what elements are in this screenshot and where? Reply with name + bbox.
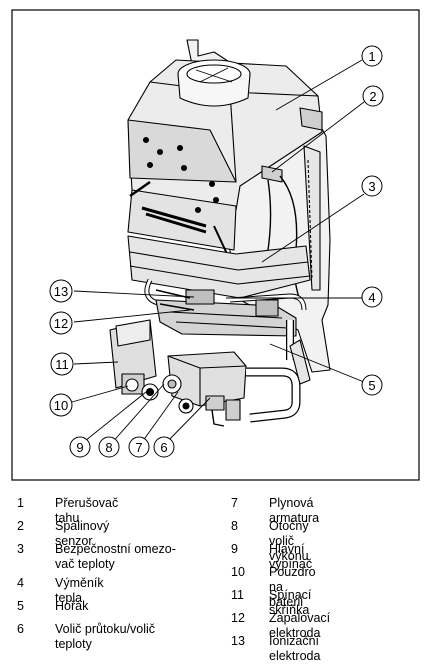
callout-10: 10 bbox=[49, 393, 73, 417]
svg-text:12: 12 bbox=[54, 316, 68, 331]
callout-7: 7 bbox=[128, 436, 150, 458]
svg-text:13: 13 bbox=[54, 284, 68, 299]
svg-text:11: 11 bbox=[55, 357, 69, 372]
svg-text:6: 6 bbox=[160, 440, 167, 455]
legend-text: Spínací skříňka bbox=[269, 588, 312, 617]
legend-number: 3 bbox=[17, 542, 24, 556]
legend-text: Plynová armatura bbox=[269, 496, 320, 525]
callout-4: 4 bbox=[361, 286, 383, 308]
legend-text: Ionizační elektroda bbox=[269, 634, 321, 663]
callout-13: 13 bbox=[49, 279, 73, 303]
legend-number: 13 bbox=[231, 634, 245, 648]
legend: 1 Přerušovač tahu 2 Spalinový senzor 3 B… bbox=[0, 488, 432, 663]
legend-text: Výměník tepla bbox=[55, 576, 104, 605]
legend-text: Bezpečnostní omezo- vač teploty bbox=[55, 542, 176, 571]
legend-number: 2 bbox=[17, 519, 24, 533]
svg-text:5: 5 bbox=[368, 378, 375, 393]
svg-text:1: 1 bbox=[368, 49, 375, 64]
legend-number: 7 bbox=[231, 496, 238, 510]
legend-text: Otočný volič výkonu bbox=[269, 519, 309, 563]
legend-number: 4 bbox=[17, 576, 24, 590]
legend-text: Volič průtoku/volič teploty bbox=[55, 622, 156, 651]
svg-text:10: 10 bbox=[54, 398, 68, 413]
heater-drawing bbox=[109, 39, 331, 427]
callout-11: 11 bbox=[50, 352, 74, 376]
svg-text:4: 4 bbox=[368, 290, 375, 305]
gas-valve bbox=[167, 351, 247, 407]
svg-text:8: 8 bbox=[105, 440, 112, 455]
svg-text:7: 7 bbox=[135, 440, 142, 455]
legend-text: Zapalovací elektroda bbox=[269, 611, 331, 640]
legend-text: Přerušovač tahu bbox=[55, 496, 119, 525]
legend-number: 8 bbox=[231, 519, 238, 533]
figure-frame bbox=[11, 9, 420, 481]
callout-3: 3 bbox=[361, 175, 383, 197]
legend-number: 6 bbox=[17, 622, 24, 636]
callout-6: 6 bbox=[153, 436, 175, 458]
callout-markers: 1 2 3 4 5 6 7 8 9 10 11 12 13 bbox=[49, 45, 384, 458]
callout-5: 5 bbox=[361, 374, 383, 396]
legend-text: Pouzdro na baterii bbox=[269, 565, 316, 609]
legend-number: 11 bbox=[231, 588, 244, 602]
legend-text: Spalinový senzor bbox=[55, 519, 110, 548]
svg-text:3: 3 bbox=[368, 179, 375, 194]
svg-text:2: 2 bbox=[369, 89, 376, 104]
leader-lines bbox=[71, 59, 365, 446]
legend-text: Hořák bbox=[55, 599, 89, 613]
legend-number: 9 bbox=[231, 542, 238, 556]
callout-2: 2 bbox=[362, 85, 384, 107]
legend-number: 5 bbox=[17, 599, 24, 613]
callout-8: 8 bbox=[98, 436, 120, 458]
svg-text:9: 9 bbox=[76, 440, 83, 455]
legend-number: 12 bbox=[231, 611, 245, 625]
water-heater-diagram: 1 2 3 4 5 6 7 8 9 10 11 12 13 bbox=[11, 9, 420, 481]
legend-number: 1 bbox=[17, 496, 24, 510]
callout-1: 1 bbox=[361, 45, 383, 67]
legend-text: Hlavní vypínač bbox=[269, 542, 313, 571]
callout-9: 9 bbox=[69, 436, 91, 458]
callout-12: 12 bbox=[49, 311, 73, 335]
legend-number: 10 bbox=[231, 565, 245, 579]
